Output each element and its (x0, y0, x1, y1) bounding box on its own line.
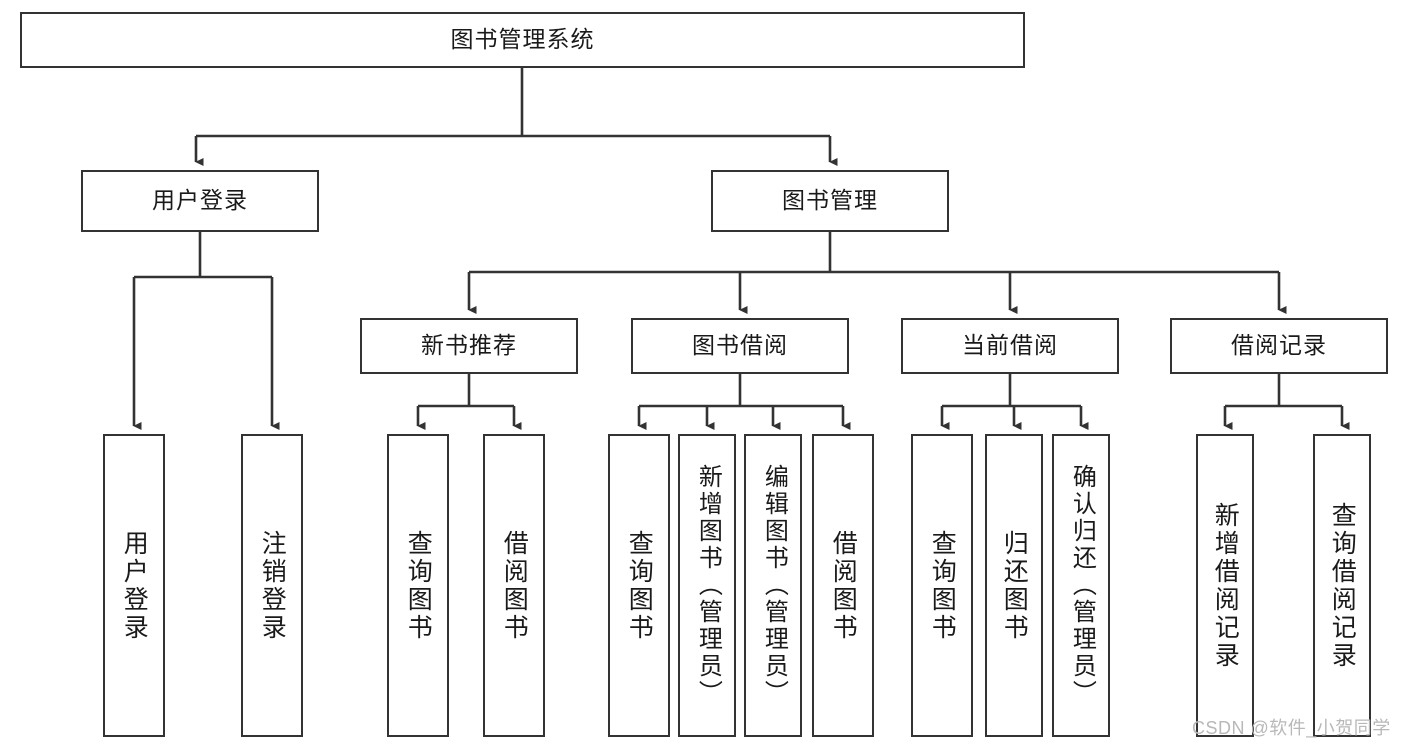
node-book-borrow[interactable]: 图书借阅 (631, 318, 849, 374)
leaf-return-book[interactable]: 归还图书 (985, 434, 1043, 737)
leaf-user-login-label: 用户登录 (120, 529, 149, 642)
node-borrow-records[interactable]: 借阅记录 (1170, 318, 1388, 374)
node-book-borrow-label: 图书借阅 (692, 332, 788, 359)
leaf-add-book-admin[interactable]: 新增图书（管理员） (678, 434, 736, 737)
node-current-borrow[interactable]: 当前借阅 (901, 318, 1119, 374)
node-root-label: 图书管理系统 (450, 26, 595, 53)
node-new-book-recommend-label: 新书推荐 (421, 332, 517, 359)
leaf-return-book-label: 归还图书 (1000, 529, 1029, 642)
node-current-borrow-label: 当前借阅 (962, 332, 1058, 359)
leaf-query-book-current-label: 查询图书 (928, 529, 957, 642)
leaf-borrow-book-borrow-label: 借阅图书 (829, 529, 858, 642)
leaf-user-logout-label: 注销登录 (258, 529, 287, 642)
node-new-book-recommend[interactable]: 新书推荐 (360, 318, 578, 374)
leaf-user-login[interactable]: 用户登录 (103, 434, 165, 737)
leaf-confirm-return-admin-label: 确认归还（管理员） (1068, 464, 1096, 707)
leaf-query-borrow-record[interactable]: 查询借阅记录 (1313, 434, 1371, 737)
leaf-borrow-book-borrow[interactable]: 借阅图书 (812, 434, 874, 737)
leaf-query-book-borrow[interactable]: 查询图书 (608, 434, 670, 737)
leaf-query-book-current[interactable]: 查询图书 (911, 434, 973, 737)
leaf-add-book-admin-label: 新增图书（管理员） (694, 464, 722, 707)
leaf-borrow-book-recommend[interactable]: 借阅图书 (483, 434, 545, 737)
node-root[interactable]: 图书管理系统 (20, 12, 1025, 68)
csdn-watermark: CSDN @软件_小贺同学 (1192, 718, 1391, 738)
leaf-edit-book-admin-label: 编辑图书（管理员） (760, 464, 788, 707)
leaf-query-borrow-record-label: 查询借阅记录 (1328, 501, 1357, 670)
leaf-add-borrow-record-label: 新增借阅记录 (1211, 501, 1240, 670)
leaf-edit-book-admin[interactable]: 编辑图书（管理员） (744, 434, 802, 737)
leaf-query-book-recommend[interactable]: 查询图书 (387, 434, 449, 737)
leaf-query-book-recommend-label: 查询图书 (404, 529, 433, 642)
leaf-query-book-borrow-label: 查询图书 (625, 529, 654, 642)
node-book-management-label: 图书管理 (782, 187, 878, 214)
node-borrow-records-label: 借阅记录 (1231, 332, 1327, 359)
node-book-management[interactable]: 图书管理 (711, 170, 949, 232)
leaf-borrow-book-recommend-label: 借阅图书 (500, 529, 529, 642)
node-user-login-label: 用户登录 (152, 187, 248, 214)
leaf-user-logout[interactable]: 注销登录 (241, 434, 303, 737)
leaf-confirm-return-admin[interactable]: 确认归还（管理员） (1052, 434, 1110, 737)
leaf-add-borrow-record[interactable]: 新增借阅记录 (1196, 434, 1254, 737)
node-user-login[interactable]: 用户登录 (81, 170, 319, 232)
